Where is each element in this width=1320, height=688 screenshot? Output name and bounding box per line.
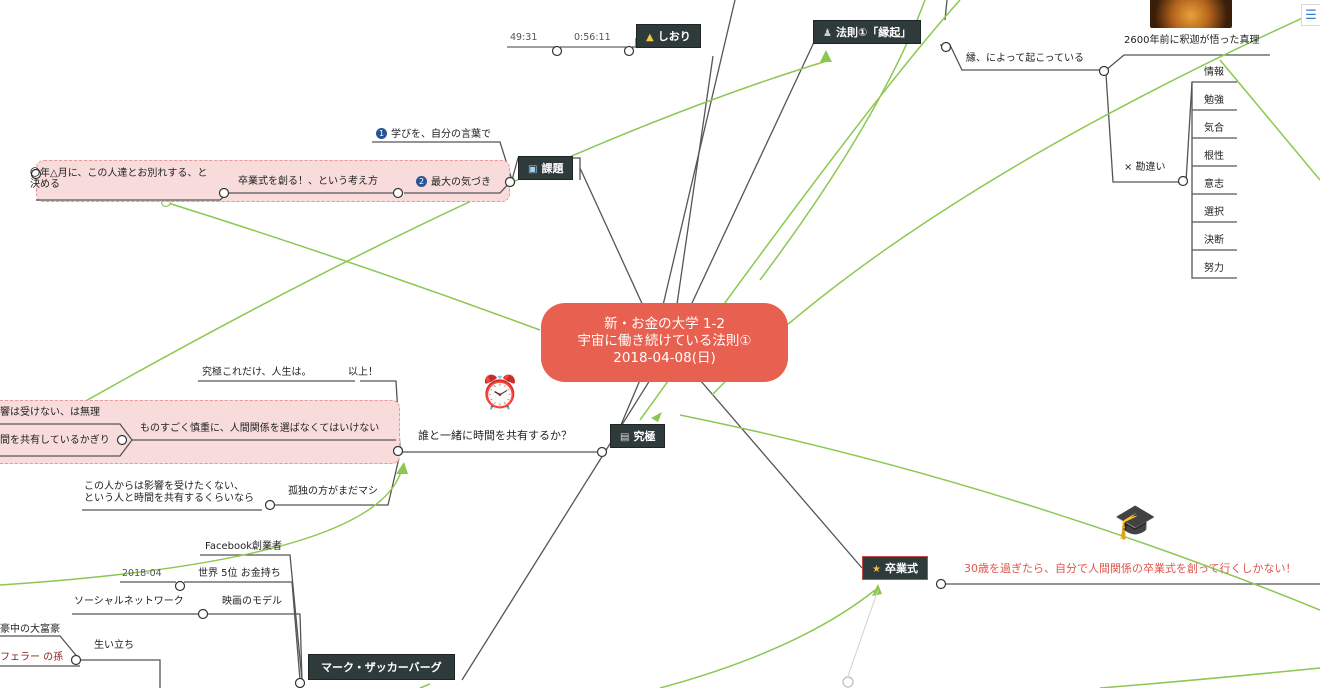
graduation-cap-icon: 🎓: [1114, 502, 1157, 542]
zuckerberg-rockefeller[interactable]: フェラー の孫: [0, 652, 64, 663]
kyukyoku-share[interactable]: 間を共有しているかぎり: [0, 435, 110, 446]
engi-item[interactable]: 情報: [1204, 67, 1224, 78]
engi-truth[interactable]: 2600年前に釈迦が悟った真理: [1124, 35, 1260, 46]
shiori-time-2[interactable]: 0:56:11: [574, 32, 611, 43]
topic-houasoku-label: 法則①「縁起」: [835, 26, 912, 39]
engi-item[interactable]: 根性: [1204, 151, 1224, 162]
star-icon: ★: [872, 564, 881, 575]
engi-item[interactable]: 選択: [1204, 207, 1224, 218]
kadai-item1-text: 学びを、自分の言葉で: [391, 129, 491, 140]
kyukyoku-no-influence[interactable]: この人からは影響を受けたくない、: [84, 481, 244, 492]
alarm-clock-icon: ⏰: [480, 373, 520, 411]
kyukyoku-ijo[interactable]: 以上！: [348, 367, 378, 378]
engi-cause[interactable]: 縁、によって起こっている: [966, 53, 1084, 64]
engi-item[interactable]: 気合: [1204, 123, 1224, 134]
topic-kyukyoku-label: 究極: [633, 430, 656, 443]
warning-icon: ▲: [646, 32, 654, 43]
number-2-icon: 2: [416, 176, 427, 187]
topic-kyukyoku[interactable]: ▤究極: [610, 424, 666, 448]
topic-sotsugyoshiki[interactable]: ★卒業式: [862, 556, 928, 580]
kyukyoku-influence[interactable]: 響は受けない、は無理: [0, 407, 100, 418]
topic-zuckerberg[interactable]: マーク・ザッカーバーグ: [308, 654, 455, 680]
topic-houasoku[interactable]: ♟法則①「縁起」: [813, 20, 922, 44]
engi-item[interactable]: 勉強: [1204, 95, 1224, 106]
central-topic-line2: 宇宙に働き続けている法則①: [577, 333, 752, 349]
person-icon: ♟: [823, 28, 832, 39]
topic-kadai[interactable]: ▣課題: [518, 156, 574, 180]
shiori-time-1[interactable]: 49:31: [510, 32, 538, 43]
kadai-item2-text: 最大の気づき: [431, 177, 491, 188]
topic-zuckerberg-label: マーク・ザッカーバーグ: [321, 661, 442, 674]
zuckerberg-rich[interactable]: 世界 5位 お金持ち: [198, 568, 281, 579]
kyukyoku-no-influence-2[interactable]: という人と時間を共有するくらいなら: [84, 493, 254, 504]
topic-shiori-label: しおり: [657, 30, 691, 43]
zuckerberg-movie[interactable]: 映画のモデル: [222, 596, 282, 607]
zuckerberg-wealthy[interactable]: 豪中の大富豪: [0, 624, 60, 635]
outline-menu-icon[interactable]: ☰: [1301, 4, 1320, 26]
kyukyoku-careful[interactable]: ものすごく慎重に、人間関係を選ばなくてはいけない: [140, 423, 380, 434]
kyukyoku-question[interactable]: 誰と一緒に時間を共有するか？: [418, 429, 572, 442]
kadai-decide[interactable]: 〇年△月に、この人達とお別れする、と決める: [30, 168, 208, 190]
kadai-item1[interactable]: 1 学びを、自分の言葉で: [376, 128, 491, 141]
number-1-icon: 1: [376, 128, 387, 139]
topic-kadai-label: 課題: [541, 162, 564, 175]
kadai-item2[interactable]: 2 最大の気づき: [416, 176, 491, 189]
note-icon: ▣: [528, 164, 538, 175]
zuckerberg-facebook[interactable]: Facebook創業者: [205, 541, 282, 552]
zuckerberg-upbringing[interactable]: 生い立ち: [94, 640, 134, 651]
buddha-image: [1150, 0, 1232, 28]
graduation-text[interactable]: 30歳を過ぎたら、自分で人間関係の卒業式を創って行くしかない！: [964, 562, 1297, 575]
topic-sotsugyoshiki-label: 卒業式: [884, 562, 918, 575]
engi-item[interactable]: 努力: [1204, 263, 1224, 274]
central-topic-line1: 新・お金の大学 1-2: [604, 316, 725, 332]
kyukyoku-ultimate[interactable]: 究極これだけ、人生は。: [202, 367, 312, 378]
document-icon: ▤: [620, 432, 630, 443]
engi-item[interactable]: 意志: [1204, 179, 1224, 190]
central-topic-line3: 2018-04-08(日): [613, 350, 716, 366]
engi-misunderstanding[interactable]: × 勘違い: [1124, 162, 1166, 173]
engi-item[interactable]: 決断: [1204, 235, 1224, 246]
zuckerberg-date[interactable]: 2018-04: [122, 568, 162, 579]
central-topic[interactable]: 新・お金の大学 1-2 宇宙に働き続けている法則① 2018-04-08(日): [541, 303, 788, 382]
kyukyoku-alone[interactable]: 孤独の方がまだマシ: [288, 486, 378, 497]
kadai-idea[interactable]: 卒業式を創る！、という考え方: [238, 176, 378, 187]
topic-shiori[interactable]: ▲しおり: [636, 24, 701, 48]
zuckerberg-sns[interactable]: ソーシャルネットワーク: [74, 596, 184, 607]
